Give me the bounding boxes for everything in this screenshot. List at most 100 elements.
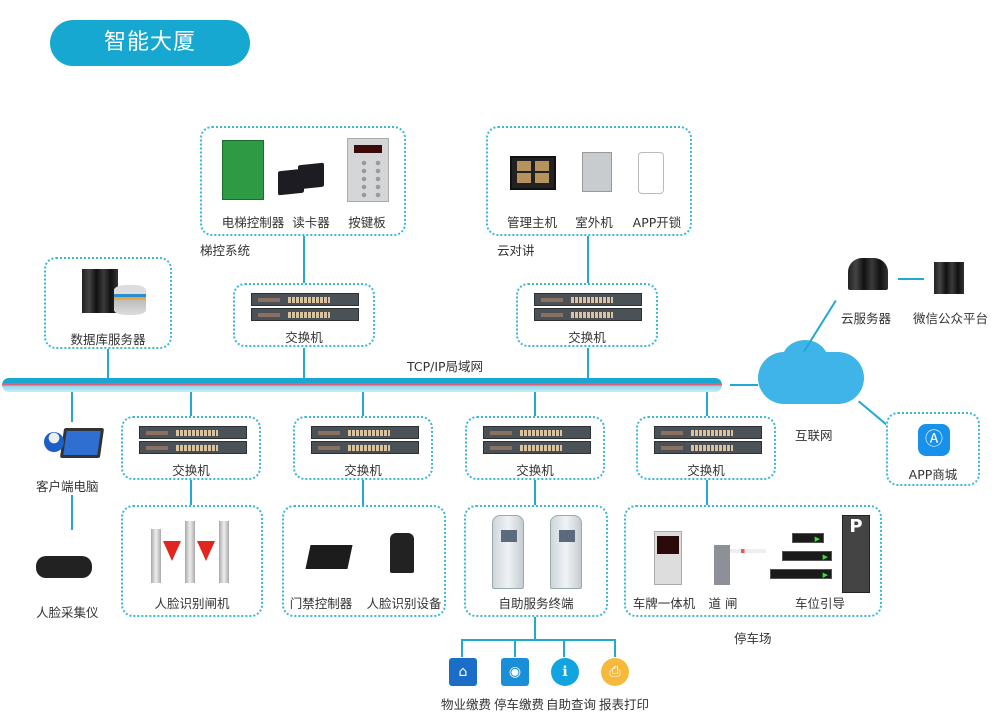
report-print-icon: ⎙: [601, 658, 629, 686]
connector-line: [898, 278, 924, 280]
wechat-platform-label: 微信公众平台: [913, 311, 989, 326]
kiosk-function-label: 物业缴费: [441, 697, 492, 712]
face-gate-label: 人脸识别闸机: [154, 596, 230, 611]
barrier-arm-image: [730, 549, 766, 553]
database-server-label: 数据库服务器: [70, 332, 146, 347]
switch-box: 交换机: [516, 283, 658, 347]
elevator-controller-image: [222, 140, 264, 200]
connector-line: [71, 392, 73, 422]
keypad-image: [347, 138, 389, 202]
door-controller-label: 门禁控制器: [289, 596, 353, 611]
client-laptop-icon: [59, 428, 105, 458]
switch-box: 交换机: [233, 283, 375, 347]
face-recognition-device-label: 人脸识别设备: [366, 596, 442, 611]
switch-label: 交换机: [568, 330, 606, 345]
door-controller-image: [305, 545, 353, 569]
network-switch-image: [311, 426, 419, 456]
group-caption-elevator: 梯控系统: [200, 243, 251, 258]
parking-tower-sign: P: [842, 515, 870, 593]
page-title: 智能大厦: [50, 20, 250, 66]
connector-line: [190, 480, 192, 506]
network-switch-image: [483, 426, 591, 456]
face-gate-box: 人脸识别闸机: [121, 505, 263, 617]
users-icon: [44, 432, 64, 452]
network-switch-image: [534, 293, 642, 323]
connector-line: [563, 639, 565, 657]
connector-line: [587, 348, 589, 380]
device-label-outdoor-station: 室外机: [575, 215, 613, 230]
cloud-server-label: 云服务器: [841, 311, 892, 326]
kiosk-box: 自助服务终端: [464, 505, 608, 617]
connector-line: [362, 480, 364, 506]
cloud-server-icon: [848, 258, 888, 290]
switch-label: 交换机: [344, 463, 382, 478]
plate-recognition-label: 车牌一体机: [632, 596, 696, 611]
connector-line: [71, 495, 73, 530]
barrier-gate-label: 道 闸: [708, 596, 738, 611]
license-plate-camera-image: [654, 531, 682, 585]
lan-bus: [2, 378, 722, 392]
internet-label: 互联网: [795, 428, 833, 443]
connector-line: [303, 348, 305, 380]
switch-label: 交换机: [285, 330, 323, 345]
app-store-box: Ⓐ APP商城: [886, 412, 980, 486]
kiosk-function-label: 停车缴费: [494, 697, 545, 712]
parking-fee-icon: ◉: [501, 658, 529, 686]
turnstile-image: [151, 529, 161, 583]
device-label-management-host: 管理主机: [506, 215, 557, 230]
switch-box: 交换机: [465, 416, 605, 480]
connector-line: [514, 639, 516, 657]
server-rack-icon: [82, 269, 118, 313]
face-recognition-terminal-image: [390, 533, 414, 573]
connector-line: [534, 617, 536, 639]
connector-line: [587, 236, 589, 284]
connector-line: [461, 639, 616, 641]
parking-guidance-sign: ▶: [770, 569, 832, 579]
app-store-label: APP商城: [908, 467, 958, 482]
connector-line: [303, 236, 305, 284]
device-label-elevator-controller: 电梯控制器: [221, 215, 285, 230]
switch-label: 交换机: [172, 463, 210, 478]
access-control-box: 门禁控制器 人脸识别设备: [282, 505, 446, 617]
kiosk-label: 自助服务终端: [498, 596, 574, 611]
connector-line: [534, 480, 536, 506]
turnstile-flap: [163, 541, 181, 561]
kiosk-function-label: 报表打印: [599, 697, 650, 712]
database-server-box: 数据库服务器: [44, 257, 172, 349]
switch-box: 交换机: [293, 416, 433, 480]
self-service-kiosk-image: [550, 515, 582, 589]
turnstile-image: [219, 521, 229, 583]
property-fee-icon: ⌂: [449, 658, 477, 686]
connector-line: [461, 639, 463, 657]
self-query-icon: ℹ: [551, 658, 579, 686]
group-caption-parking: 停车场: [734, 631, 772, 646]
parking-box: ▶ ▶ ▶ P 车牌一体机 道 闸 车位引导: [624, 505, 882, 617]
turnstile-flap: [197, 541, 215, 561]
network-switch-image: [654, 426, 762, 456]
turnstile-image: [185, 521, 195, 583]
card-reader-image: [298, 162, 324, 190]
group-caption-intercom: 云对讲: [497, 243, 535, 258]
switch-box: 交换机: [636, 416, 776, 480]
connector-line: [730, 384, 758, 386]
network-switch-image: [139, 426, 247, 456]
lan-label: TCP/IP局域网: [406, 359, 484, 374]
management-host-image: [510, 156, 556, 190]
switch-label: 交换机: [687, 463, 725, 478]
device-label-card-reader: 读卡器: [292, 215, 330, 230]
connector-line: [706, 480, 708, 506]
switch-box: 交换机: [121, 416, 261, 480]
network-switch-image: [251, 293, 359, 323]
face-capture-camera-icon: [36, 556, 92, 578]
switch-label: 交换机: [516, 463, 554, 478]
app-unlock-phone-image: [638, 152, 664, 194]
parking-guidance-sign: ▶: [782, 551, 832, 561]
connector-line: [706, 392, 708, 416]
intercom-devices-box: 管理主机 室外机 APP开锁: [486, 126, 692, 236]
parking-guidance-sign: ▶: [792, 533, 824, 543]
kiosk-function-label: 自助查询: [546, 697, 597, 712]
outdoor-station-image: [582, 152, 612, 192]
wechat-platform-server-icon: [934, 262, 964, 294]
database-icon: [114, 285, 146, 315]
device-label-keypad: 按键板: [348, 215, 386, 230]
